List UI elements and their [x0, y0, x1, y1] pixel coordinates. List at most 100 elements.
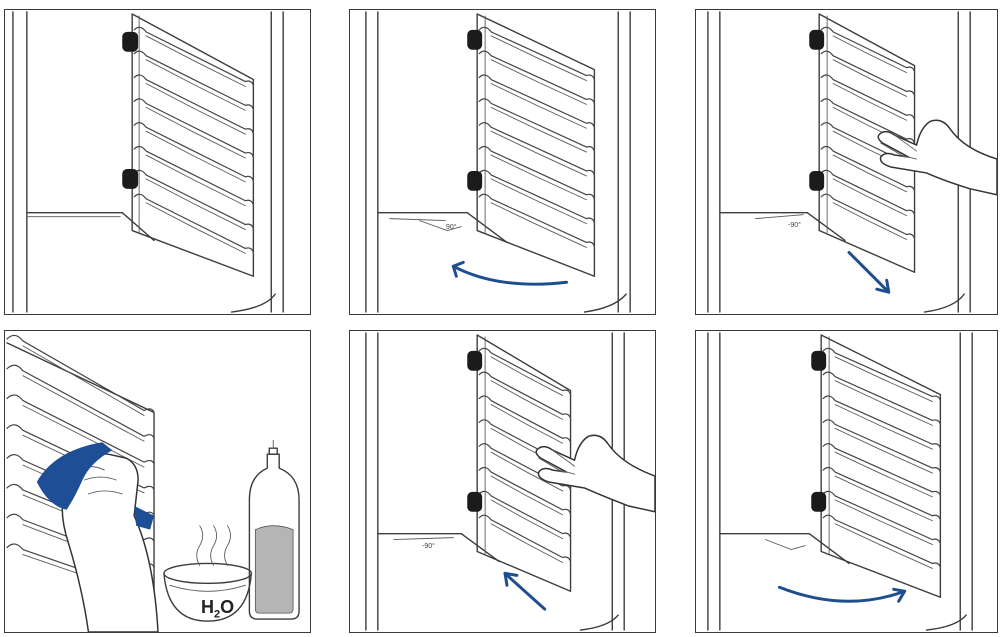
rack-rung-inner	[145, 83, 246, 135]
water-label-main: H	[201, 597, 214, 617]
rack-knob-icon	[811, 350, 827, 512]
rack-rung-inner	[490, 451, 564, 492]
rack-rung	[133, 122, 254, 182]
step-3-panel: -90°	[695, 9, 998, 315]
rack-rung	[478, 395, 572, 443]
rack-rung-inner	[832, 154, 908, 193]
rack-rung	[478, 74, 595, 128]
rack-rung	[478, 193, 595, 248]
step-3-drawing	[707, 11, 997, 313]
rack-rung-inner	[490, 154, 587, 201]
rack-rung	[478, 145, 595, 200]
rack-rung-inner	[490, 380, 564, 420]
step-5-panel: -90°	[349, 330, 656, 633]
rack-rung-inner	[490, 35, 587, 81]
rack-rung	[133, 193, 254, 254]
rack-rung	[820, 74, 916, 120]
rack-rung	[820, 50, 916, 97]
shelf-rack	[820, 334, 942, 598]
rack-rung	[820, 26, 916, 73]
rack-rung-inner	[834, 499, 933, 546]
rack-rung-inner	[490, 404, 564, 444]
rack-rung-inner	[832, 59, 908, 97]
rack-rung	[133, 26, 254, 87]
rack-rung	[6, 334, 155, 414]
step-4-drawing	[6, 334, 300, 632]
rack-rung-inner	[490, 499, 564, 540]
rack-rung-inner	[145, 202, 246, 254]
rack-knob-icon	[467, 29, 483, 191]
rack-rung-inner	[490, 59, 587, 105]
rack-rung	[478, 443, 572, 491]
water-label-tail: O	[220, 597, 235, 617]
rack-rung	[6, 364, 155, 439]
step-6-panel	[695, 330, 998, 633]
water-bowl-icon	[163, 525, 253, 622]
rack-rung-inner	[834, 523, 933, 569]
rack-rung	[478, 514, 572, 563]
detergent-bottle-icon	[248, 439, 300, 620]
rack-rung-inner	[490, 202, 587, 248]
rack-rung-inner	[834, 427, 933, 474]
rack-rung-inner	[832, 83, 908, 121]
step-1-panel	[4, 9, 311, 315]
rack-rung	[478, 466, 572, 515]
sponge-icon	[36, 442, 155, 530]
rack-rung	[822, 514, 941, 569]
step-6-drawing	[707, 332, 973, 631]
rack-rung-inner	[834, 404, 933, 450]
shelf-rack	[476, 13, 596, 277]
step-2-drawing	[365, 11, 631, 313]
rack-rung-inner	[832, 35, 908, 74]
rack-rung-inner	[145, 35, 246, 87]
angle-label: 90°	[446, 224, 457, 231]
rack-rung	[822, 371, 941, 425]
rack-knob-icon	[467, 350, 483, 512]
rack-rung-inner	[145, 59, 246, 111]
rack-rung	[822, 466, 941, 521]
step-5-drawing	[365, 332, 655, 631]
angle-label: -90°	[422, 543, 435, 550]
rack-rung-inner	[834, 380, 933, 426]
rack-rung	[133, 145, 254, 206]
rack-rung-inner	[490, 106, 587, 153]
straight-arrow-icon	[847, 250, 891, 294]
rack-rung	[822, 443, 941, 497]
rack-rung-inner	[145, 130, 246, 183]
rack-rung	[820, 169, 916, 216]
rack-rung	[478, 371, 572, 420]
straight-arrow-icon	[503, 571, 547, 611]
rack-rung	[478, 26, 595, 81]
water-label: H2O	[201, 597, 234, 621]
angle-label: -90°	[788, 222, 801, 229]
rack-rung	[820, 193, 916, 240]
rack-rung-inner	[490, 356, 564, 397]
rack-rung	[478, 122, 595, 176]
rack-rung	[822, 395, 941, 449]
rack-rung-inner	[834, 451, 933, 498]
rack-rung	[478, 490, 572, 539]
rack-rung	[133, 169, 254, 230]
rack-rung	[822, 347, 941, 402]
rack-rung	[133, 50, 254, 110]
rack-rung-inner	[22, 405, 145, 468]
step-2-panel: 90°	[349, 9, 656, 315]
rack-rung	[478, 50, 595, 104]
rack-rung-inner	[145, 106, 246, 159]
shelf-rack	[131, 13, 255, 277]
step-1-drawing	[12, 11, 284, 313]
rack-rung	[820, 98, 916, 144]
rack-rung	[6, 394, 155, 465]
rack-rung	[822, 490, 941, 545]
water-label-sub: 2	[214, 608, 221, 621]
rack-rung	[133, 98, 254, 158]
rack-rung-inner	[834, 475, 933, 522]
rack-rung-inner	[832, 178, 908, 217]
rack-rung-inner	[490, 523, 564, 563]
step-4-panel: H2O	[4, 330, 311, 633]
rack-rung-inner	[145, 178, 246, 231]
curved-arrow-icon	[451, 260, 569, 286]
curved-arrow-icon	[777, 585, 907, 603]
hand-icon	[877, 119, 997, 196]
